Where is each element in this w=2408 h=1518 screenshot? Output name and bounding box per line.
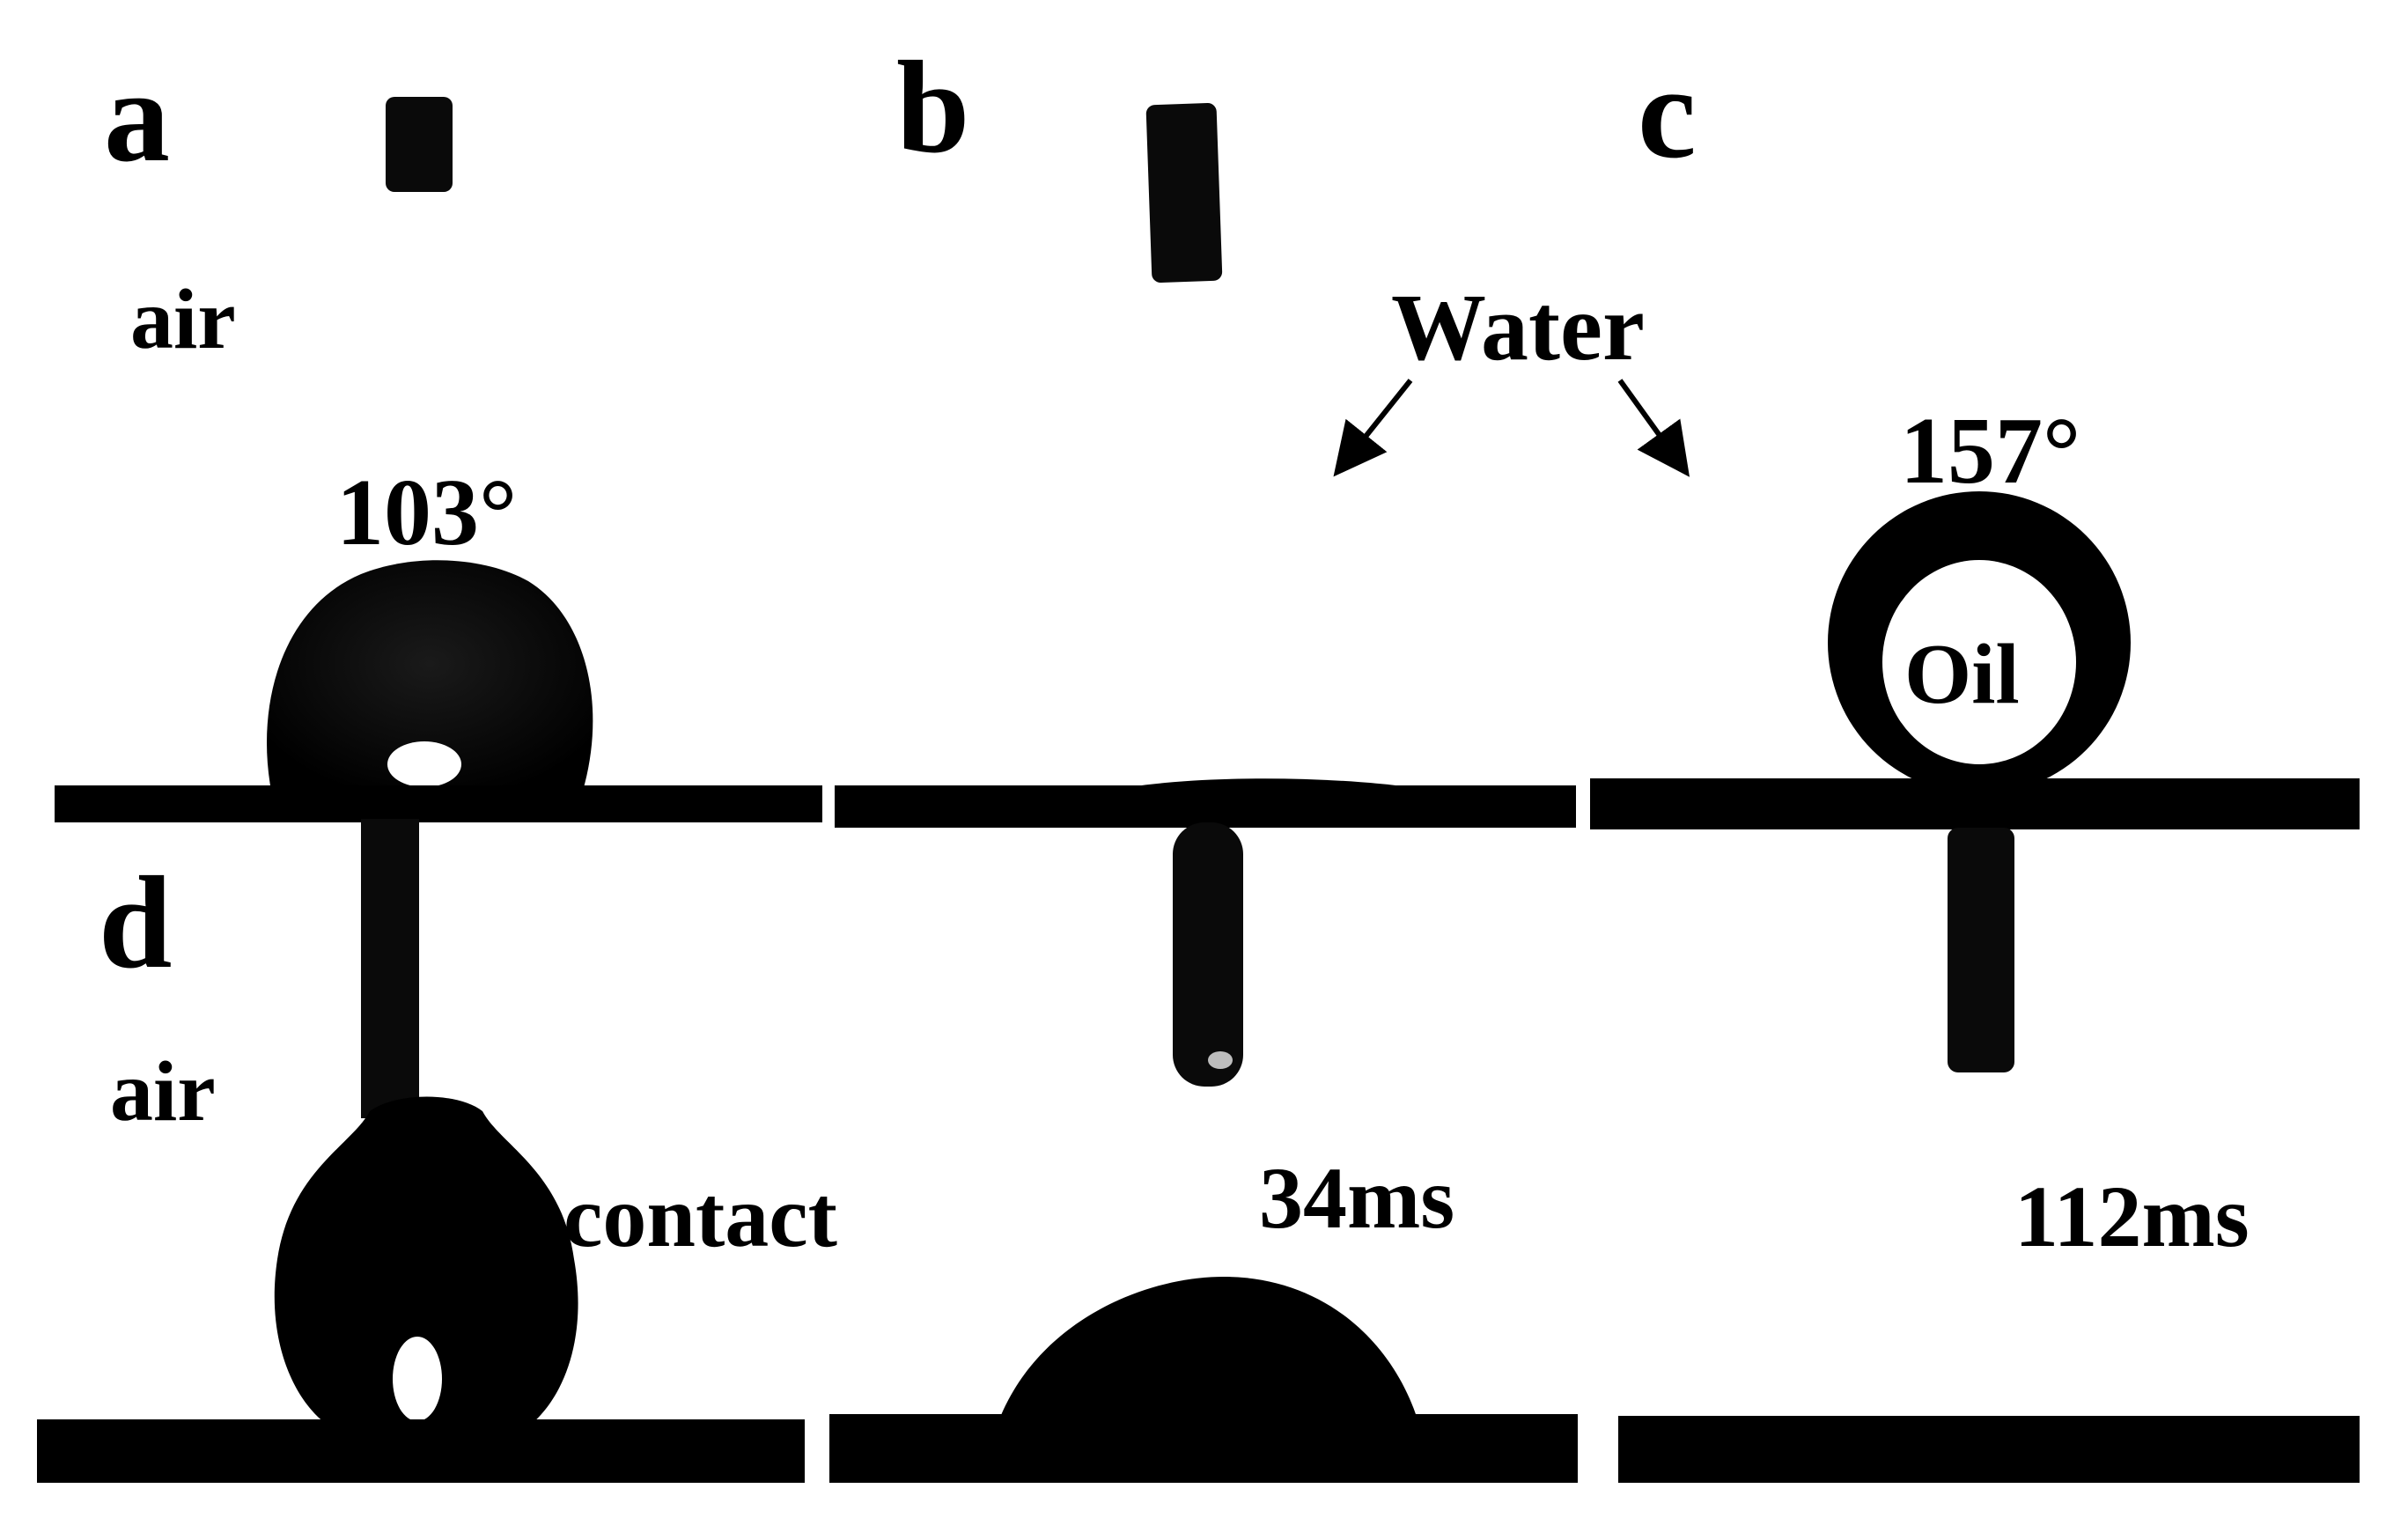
panel-a: a air 103° — [55, 43, 822, 822]
needle-b-top — [1145, 103, 1223, 283]
panel-b: b — [835, 34, 1576, 1087]
pendant-droplet-d — [274, 1096, 578, 1428]
droplet-highlight-d — [393, 1337, 442, 1421]
panel-c: c 157° Oil — [1590, 40, 2360, 1072]
panel-letter-c: c — [1638, 40, 1697, 186]
substrate-a — [55, 785, 822, 822]
water-film-b — [1118, 778, 1435, 791]
substrate-d-112ms — [1618, 1416, 2360, 1483]
frame-contact: contact — [37, 819, 837, 1483]
frame-34ms: 34ms — [829, 1149, 1578, 1483]
panel-letter-b: b — [896, 34, 969, 181]
panel-d: d air contact 34ms 112ms — [37, 819, 2360, 1483]
substrate-b — [835, 785, 1576, 828]
frame-label-contact: contact — [563, 1168, 837, 1265]
medium-label-a: air — [130, 272, 236, 367]
substrate-d-34ms — [829, 1414, 1578, 1483]
water-annotation: Water — [1333, 276, 1690, 477]
panel-letter-d: d — [99, 850, 172, 996]
oil-droplet-core-c — [1882, 560, 2076, 764]
droplet-highlight-a — [387, 741, 461, 787]
medium-label-water: Water — [1391, 276, 1645, 380]
needle-c — [1948, 828, 2014, 1072]
frame-label-112ms: 112ms — [2014, 1168, 2250, 1265]
water-droplet-a — [267, 560, 593, 791]
droplet-label-oil: Oil — [1904, 627, 2020, 722]
needle-d-contact — [361, 819, 419, 1118]
arrow-to-panel-c — [1617, 379, 1690, 477]
contact-angle-c: 157° — [1900, 399, 2080, 504]
panel-letter-a: a — [104, 43, 170, 189]
needle-a — [386, 97, 453, 192]
needle-b-tip-highlight — [1208, 1051, 1233, 1069]
contact-angle-a: 103° — [336, 461, 517, 565]
spreading-droplet-d — [999, 1277, 1418, 1419]
frame-112ms: 112ms — [1618, 1168, 2360, 1483]
frame-label-34ms: 34ms — [1259, 1149, 1454, 1247]
arrow-to-panel-b — [1333, 379, 1413, 477]
medium-label-d: air — [110, 1044, 216, 1139]
needle-b-bottom — [1173, 822, 1243, 1087]
substrate-d-contact — [37, 1419, 805, 1483]
